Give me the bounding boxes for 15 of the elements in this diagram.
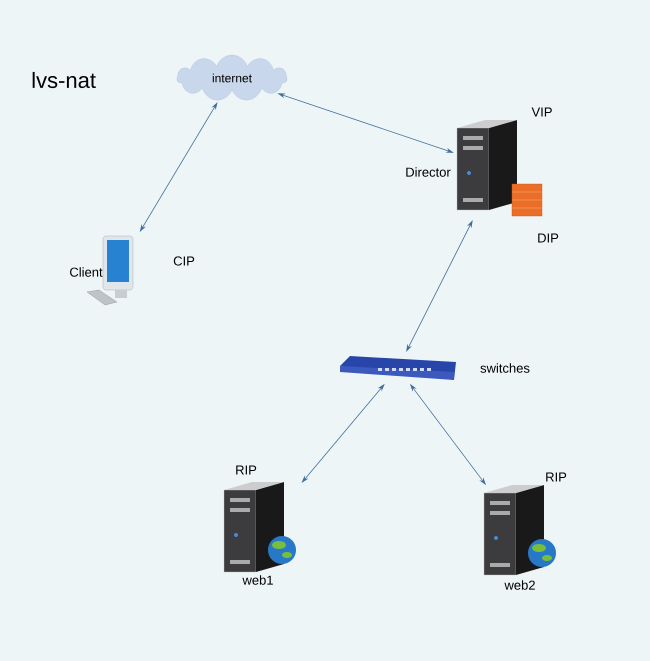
- device-label: DIP: [538, 234, 558, 242]
- device-label: RIP: [236, 466, 256, 474]
- server-drawing: [224, 482, 296, 572]
- network-switch-drawing: [340, 356, 456, 380]
- server-drawing: [484, 485, 556, 576]
- device-label: Client: [70, 267, 102, 277]
- device-label: web2: [504, 580, 535, 590]
- device-label: VIP: [532, 108, 552, 116]
- diagram-title: lvs-nat: [32, 72, 96, 88]
- device-label: RIP: [546, 472, 566, 482]
- device-label: CIP: [174, 256, 194, 266]
- device-label: Director: [406, 167, 451, 177]
- device-label: web1: [242, 575, 273, 585]
- device-label: switches: [480, 363, 530, 373]
- server-drawing: [456, 120, 542, 216]
